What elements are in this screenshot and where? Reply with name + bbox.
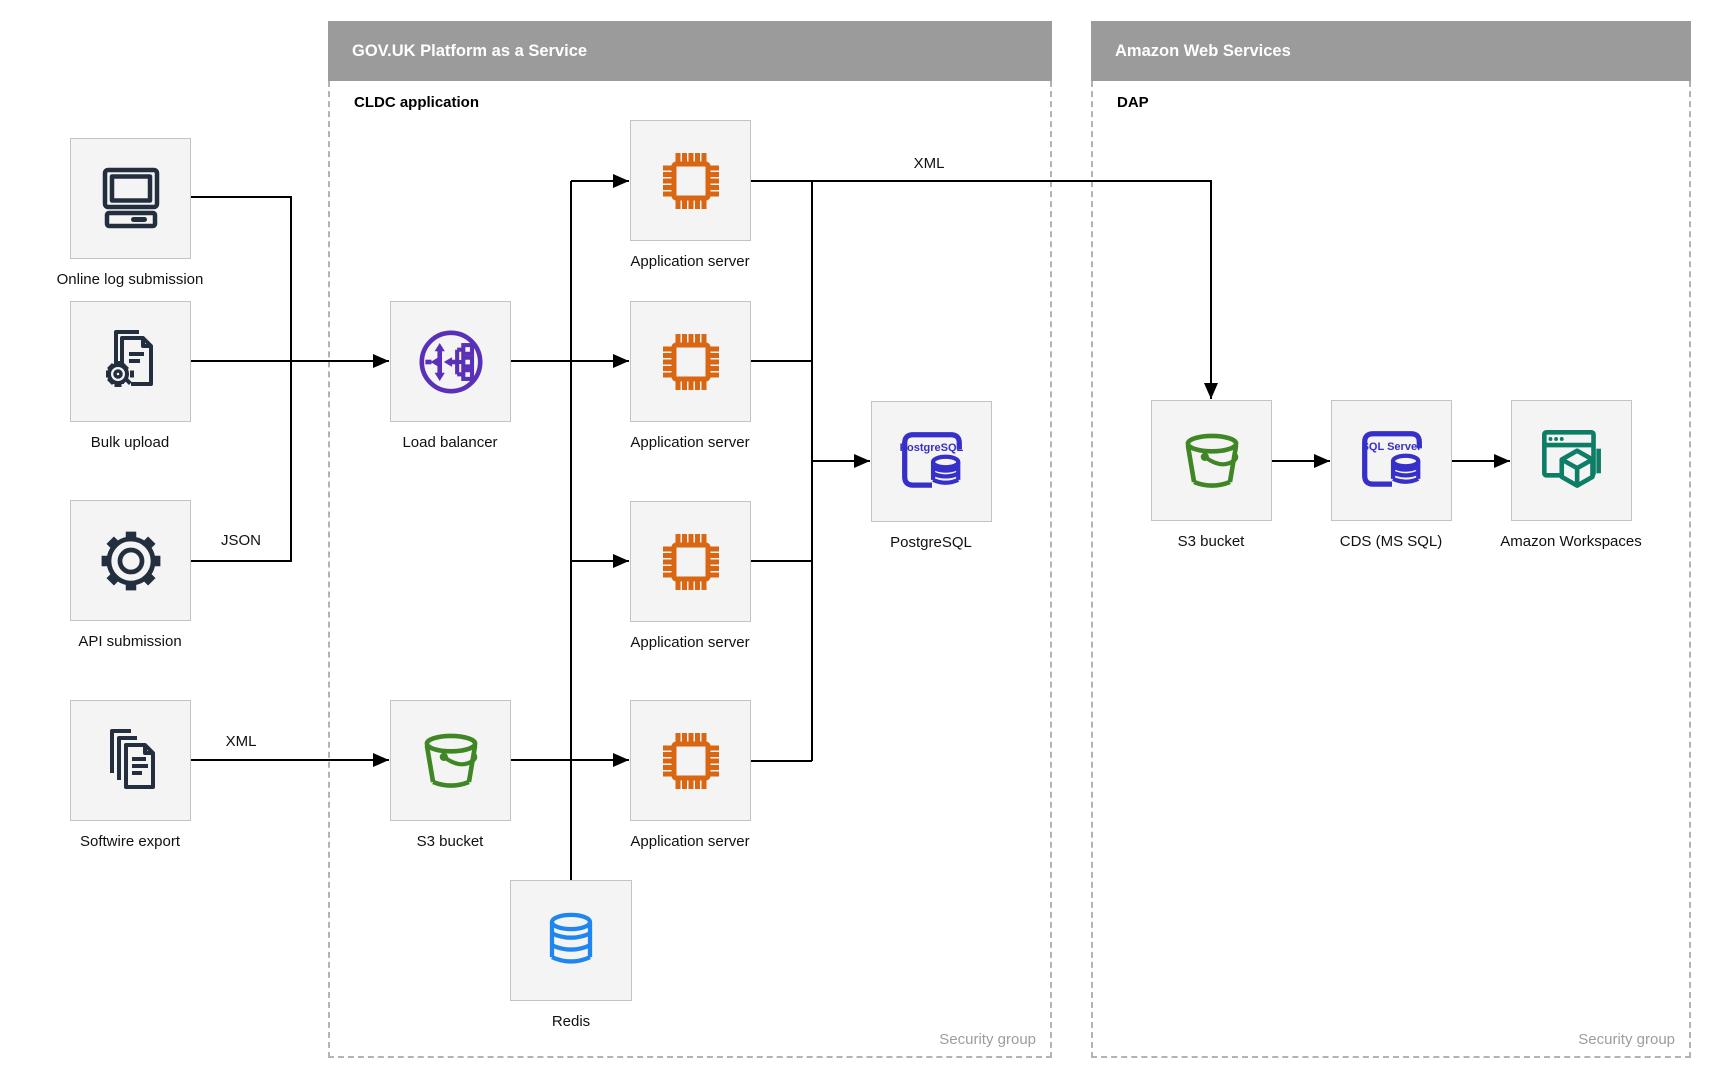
paas-container: GOV.UK Platform as a Service CLDC applic… xyxy=(328,21,1052,1058)
node-label: S3 bucket xyxy=(1177,533,1245,550)
node-amazon-workspaces xyxy=(1511,400,1632,521)
node-api-submission xyxy=(70,500,191,621)
edge-xml-to-aws-s3 xyxy=(751,180,1218,399)
node-label: API submission xyxy=(78,633,182,650)
edge-label-xml-aws: XML xyxy=(913,155,945,172)
workspaces-icon xyxy=(1541,429,1601,488)
node-application-server-4 xyxy=(630,700,751,821)
node-label: CDS (MS SQL) xyxy=(1339,533,1443,550)
chip-icon xyxy=(662,533,719,590)
node-label: Application server xyxy=(630,833,750,850)
s3-bucket-icon xyxy=(424,733,477,788)
node-label: Application server xyxy=(630,253,750,270)
node-load-balancer xyxy=(390,301,511,422)
paas-header: GOV.UK Platform as a Service xyxy=(328,21,1052,81)
node-s3-bucket-paas xyxy=(390,700,511,821)
sql-server-database-icon: SQL Server xyxy=(1361,430,1422,487)
node-label: Online log submission xyxy=(56,271,204,288)
aws-container: Amazon Web Services DAP Security group xyxy=(1091,21,1691,1058)
paas-sublabel: CLDC application xyxy=(354,94,480,111)
document-gear-icon xyxy=(105,329,153,387)
load-balancer-icon xyxy=(418,329,483,394)
s3-bucket-icon xyxy=(1185,433,1238,488)
chip-icon xyxy=(662,732,719,789)
node-application-server-1 xyxy=(630,120,751,241)
node-s3-bucket-aws xyxy=(1151,400,1272,521)
node-label: Application server xyxy=(630,434,750,451)
node-label: Application server xyxy=(630,634,750,651)
node-label: Amazon Workspaces xyxy=(1500,533,1642,550)
node-bulk-upload xyxy=(70,301,191,422)
aws-title: Amazon Web Services xyxy=(1115,42,1291,60)
paas-security-group-label: Security group xyxy=(939,1031,1036,1048)
chip-icon xyxy=(662,152,719,209)
database-cylinder-icon xyxy=(549,912,593,964)
node-label: Bulk upload xyxy=(90,434,170,451)
aws-sublabel: DAP xyxy=(1117,94,1149,111)
node-label: PostgreSQL xyxy=(890,534,972,551)
documents-stack-icon xyxy=(109,728,155,789)
postgresql-icon-text: PostgreSQL xyxy=(899,441,963,453)
node-label: Redis xyxy=(551,1013,591,1030)
edge-label-json: JSON xyxy=(220,532,262,549)
aws-header: Amazon Web Services xyxy=(1091,21,1691,81)
gear-icon xyxy=(101,531,160,590)
node-softwire-export xyxy=(70,700,191,821)
chip-icon xyxy=(662,333,719,390)
postgresql-database-icon: PostgreSQL xyxy=(899,431,963,488)
sql-server-icon-text: SQL Server xyxy=(1361,440,1422,452)
aws-security-group-label: Security group xyxy=(1578,1031,1675,1048)
node-redis xyxy=(510,880,632,1001)
node-online-log-submission xyxy=(70,138,191,259)
node-postgresql: PostgreSQL xyxy=(871,401,992,522)
node-label: S3 bucket xyxy=(416,833,484,850)
node-application-server-2 xyxy=(630,301,751,422)
node-label: Load balancer xyxy=(402,434,498,451)
node-application-server-3 xyxy=(630,501,751,622)
edge-inputs-rail xyxy=(191,196,292,562)
desktop-computer-icon xyxy=(102,167,159,228)
paas-title: GOV.UK Platform as a Service xyxy=(352,42,588,60)
edge-label-xml-softwire: XML xyxy=(225,733,257,750)
node-label: Softwire export xyxy=(79,833,181,850)
node-cds-ms-sql: SQL Server xyxy=(1331,400,1452,521)
